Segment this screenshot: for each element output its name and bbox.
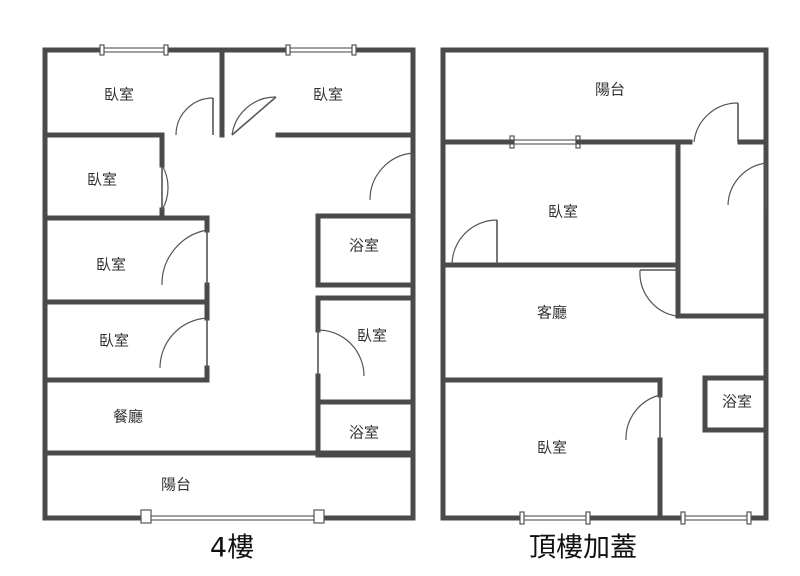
room-label-bedroom-5: 臥室 — [99, 332, 129, 350]
room-label-bedroom-4: 臥室 — [96, 256, 126, 274]
floor-caption-4f: 4樓 — [210, 533, 254, 564]
room-label-balcony: 陽台 — [161, 476, 191, 494]
room-label-living-room: 客廳 — [537, 304, 567, 322]
room-label-dining: 餐廳 — [113, 408, 143, 426]
room-label-bedroom-6: 臥室 — [357, 327, 387, 345]
room-label-bedroom-2: 臥室 — [313, 86, 343, 104]
room-label-rooftop-balcony: 陽台 — [595, 81, 625, 99]
room-label-rooftop-bathroom: 浴室 — [722, 393, 752, 411]
room-label-bedroom-1: 臥室 — [104, 86, 134, 104]
room-label-bedroom-3: 臥室 — [87, 171, 117, 189]
room-label-rooftop-bedroom-1: 臥室 — [548, 203, 578, 221]
room-label-bathroom-1: 浴室 — [349, 237, 379, 255]
floor-4-plan — [42, 44, 416, 524]
rooftop-plan — [440, 47, 769, 525]
room-label-rooftop-bedroom-2: 臥室 — [537, 439, 567, 457]
floor-caption-rooftop: 頂樓加蓋 — [529, 533, 637, 564]
room-label-bathroom-2: 浴室 — [349, 424, 379, 442]
